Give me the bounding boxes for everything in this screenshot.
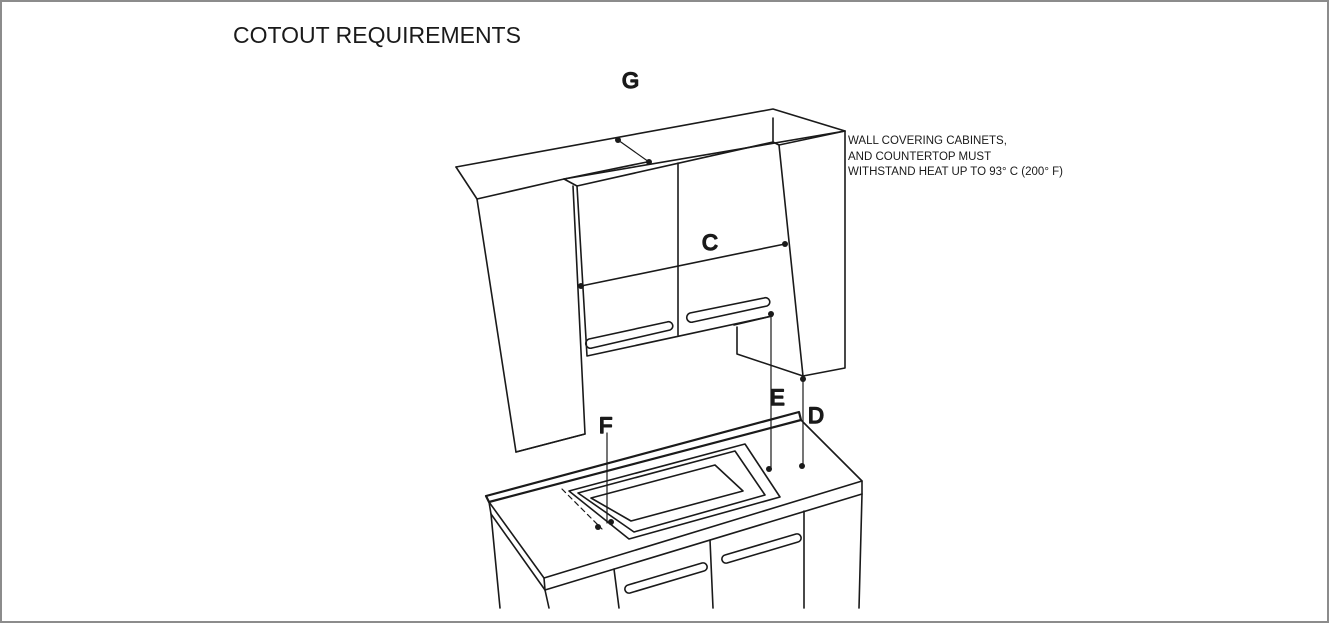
label-c: C xyxy=(702,230,718,255)
label-g: G xyxy=(622,68,639,93)
label-e: E xyxy=(770,385,785,410)
note-line-2: AND COUNTERTOP MUST xyxy=(848,150,992,163)
dimension-lines xyxy=(578,137,806,530)
countertop-base xyxy=(484,410,863,609)
heat-requirement-note: WALL COVERING CABINETS, AND COUNTERTOP M… xyxy=(848,134,1063,181)
label-f: F xyxy=(599,413,612,438)
label-d: D xyxy=(808,403,824,428)
note-line-3: WITHSTAND HEAT UP TO 93° C (200° F) xyxy=(848,166,1063,178)
page-title: COTOUT REQUIREMENTS xyxy=(233,22,521,48)
note-line-1: WALL COVERING CABINETS, xyxy=(848,135,1007,147)
upper-cabinets xyxy=(455,108,846,453)
